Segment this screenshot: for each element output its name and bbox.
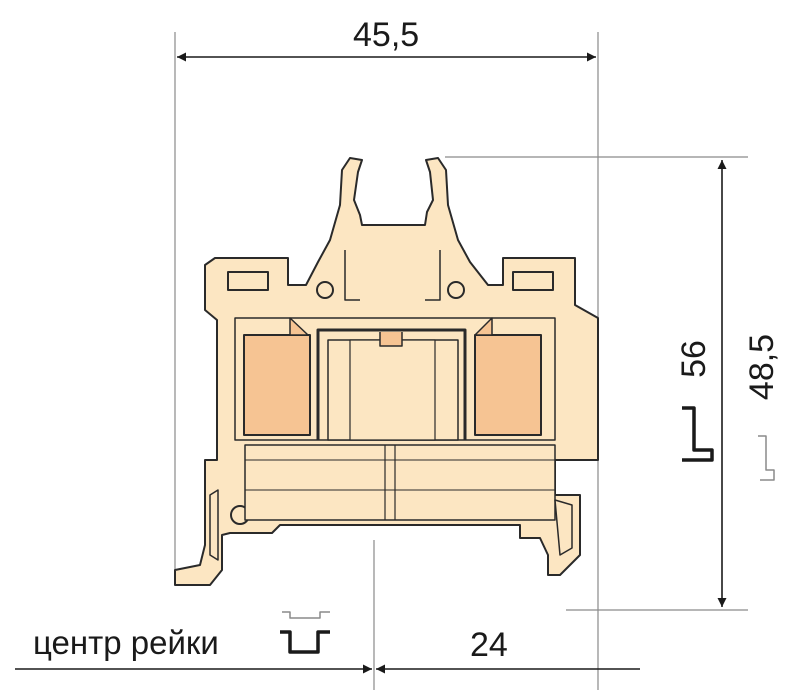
- rail-symbol-bottom: [758, 435, 775, 481]
- dimension-lines: [15, 52, 727, 674]
- terminal-body: [174, 157, 599, 586]
- rail-symbol-center: [280, 630, 330, 654]
- height-56-label: 56: [675, 340, 713, 378]
- conductor-bridge: [316, 328, 467, 440]
- clamp-right: [474, 334, 542, 436]
- overall-width-label: 45,5: [353, 16, 420, 54]
- clamp-left: [243, 334, 311, 436]
- rail-symbol-center-small: [282, 611, 330, 619]
- rail-symbol-top: [682, 406, 714, 462]
- height-48-5-label: 48,5: [743, 333, 781, 401]
- rail-symbols: [280, 406, 775, 654]
- rail-offset-label: 24: [470, 626, 508, 664]
- screw-hole-left: [316, 281, 334, 299]
- extension-lines: [174, 32, 748, 690]
- screw-hole-right: [447, 281, 465, 299]
- rail-center-label: центр рейки: [33, 624, 219, 661]
